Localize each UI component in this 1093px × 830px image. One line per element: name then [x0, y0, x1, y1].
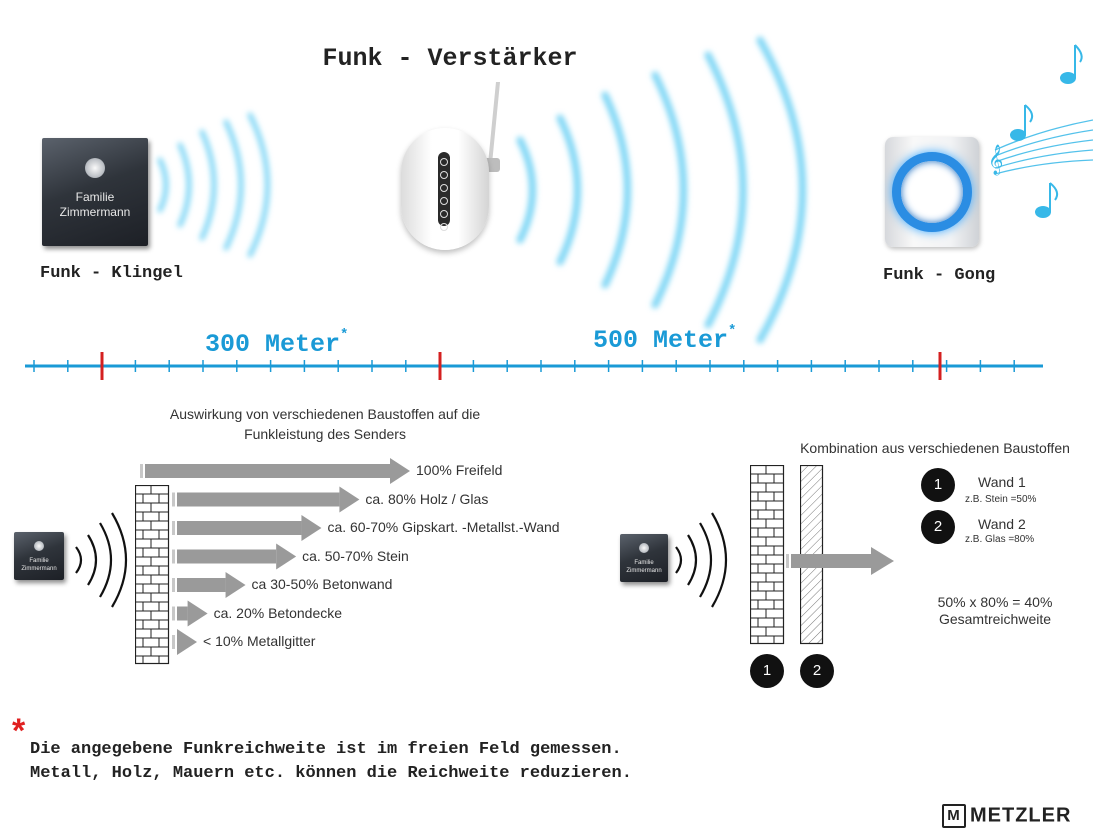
material-arrow [172, 629, 197, 655]
legend-wall2-example: z.B. Glas =80% [965, 534, 1035, 545]
combo-doorbell-panel: Familie Zimmermann [620, 534, 668, 582]
material-arrow [172, 572, 246, 598]
brick-wall [135, 485, 170, 665]
distance-300: 300 Meter* [205, 326, 349, 359]
repeater-waves [516, 36, 806, 344]
nameplate-line1: Familie [75, 190, 115, 204]
legend-wall1-marker: 1 [921, 468, 955, 502]
material-label: < 10% Metallgitter [203, 633, 316, 649]
repeater-led-strip [438, 152, 450, 231]
legend-wall2-marker: 2 [921, 510, 955, 544]
footnote-asterisk: * [12, 712, 26, 750]
material-arrow [172, 543, 297, 570]
nameplate-line2: Zimmermann [59, 205, 131, 219]
gong-device [885, 137, 979, 247]
material-arrow [172, 486, 360, 513]
combo-brick-wall [750, 465, 785, 645]
doorbell-waves [157, 112, 270, 258]
legend-wall1-label: Wand 1 [978, 474, 1026, 490]
brand-name: METZLER [970, 804, 1072, 827]
distance-500: 500 Meter* [593, 322, 737, 355]
gong-light-ring-icon [892, 152, 972, 232]
legend-wall1-example: z.B. Stein =50% [965, 494, 1037, 505]
small-doorbell-panel: Familie Zimmermann [14, 532, 64, 580]
footnote-text: Die angegebene Funkreichweite ist im fre… [30, 740, 632, 783]
music-notes-icon: 𝄞 [988, 44, 1093, 218]
material-label: ca. 20% Betondecke [213, 604, 343, 621]
small-bell-button-icon [34, 541, 44, 551]
small-waves-icon [75, 512, 127, 608]
combo-bell-button-icon [639, 543, 649, 553]
materials-arrows [140, 458, 410, 655]
top-illustration: 𝄞 [25, 36, 1093, 380]
metzler-logo-icon: M [942, 804, 966, 828]
distance-ruler [25, 352, 1043, 380]
material-label: ca 30-50% Betonwand [251, 576, 393, 592]
legend-wall2-label: Wand 2 [978, 516, 1026, 532]
combination-title: Kombination aus verschiedenen Baustoffen [800, 440, 1070, 456]
gong-label: Funk - Gong [883, 266, 996, 285]
combination-calculation: 50% x 80% = 40% Gesamtreichweite [937, 594, 1053, 627]
materials-title: Auswirkung von verschiedenen Baustoffen … [169, 406, 481, 442]
bell-button-icon [85, 158, 105, 178]
material-label: 100% Freifeld [416, 462, 503, 478]
material-label: ca. 50-70% Stein [302, 547, 409, 564]
combo-waves-icon [675, 512, 727, 608]
material-label: ca. 60-70% Gipskart. -Metallst.-Wand [327, 519, 560, 535]
repeater-device [401, 128, 489, 250]
combo-arrow [786, 547, 894, 575]
svg-text:𝄞: 𝄞 [988, 144, 1003, 176]
doorbell-panel: Familie Zimmermann [42, 138, 148, 246]
wall2-marker: 2 [800, 654, 834, 688]
wall1-marker: 1 [750, 654, 784, 688]
page-title: Funk - Verstärker [322, 44, 578, 73]
material-arrow [140, 458, 410, 484]
material-label: ca. 80% Holz / Glas [365, 490, 489, 507]
material-arrow [172, 515, 322, 541]
material-arrow [172, 600, 208, 627]
doorbell-label: Funk - Klingel [40, 264, 183, 283]
